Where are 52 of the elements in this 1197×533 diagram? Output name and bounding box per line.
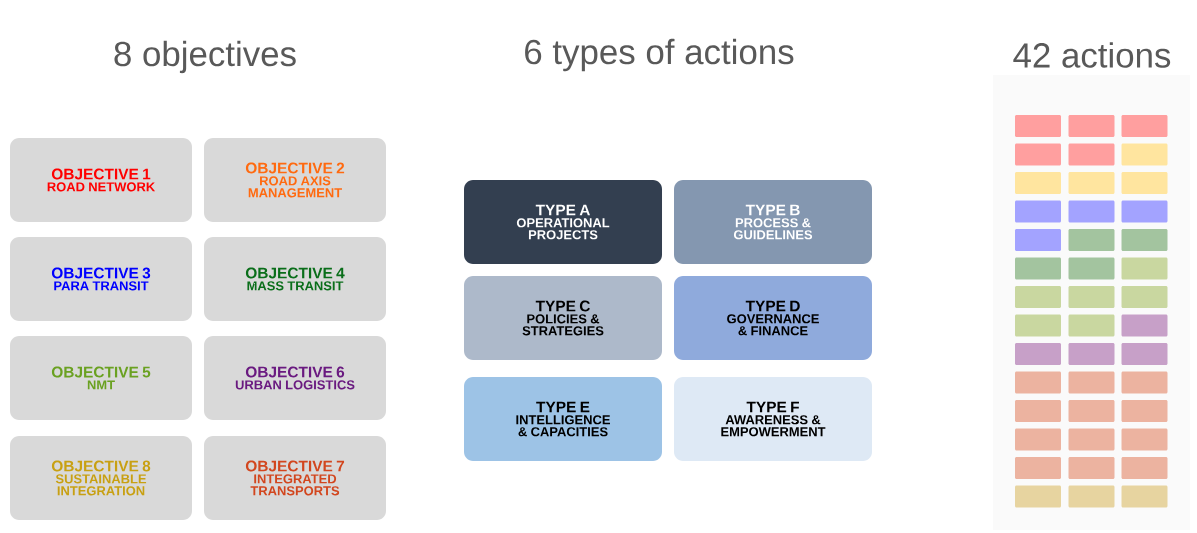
action-block: [1015, 229, 1061, 251]
action-block: [1068, 200, 1115, 223]
action-block: [1121, 143, 1168, 166]
action-block: [1015, 143, 1061, 166]
action-block: [1121, 314, 1168, 337]
objective-box: OBJECTIVE 7 INTEGRATED TRANSPORTS: [204, 436, 386, 520]
action-type-box: TYPE F AWARENESS & EMPOWERMENT: [674, 377, 872, 461]
action-block: [1015, 343, 1061, 365]
action-block: [1015, 485, 1061, 508]
action-block: [1121, 343, 1168, 365]
objective-box: OBJECTIVE 1 ROAD NETWORK: [10, 138, 192, 222]
action-type-box: TYPE E INTELLIGENCE & CAPACITIES: [464, 377, 662, 461]
action-block: [1121, 229, 1168, 251]
objective-box: OBJECTIVE 5 NMT: [10, 336, 192, 420]
action-block: [1015, 457, 1061, 479]
action-type-box: TYPE D GOVERNANCE & FINANCE: [674, 276, 872, 360]
action-block: [1015, 314, 1061, 337]
action-block: [1015, 286, 1061, 308]
objective-box: OBJECTIVE 2 ROAD AXIS MANAGEMENT: [204, 138, 386, 222]
objective-box: OBJECTIVE 4 MASS TRANSIT: [204, 237, 386, 321]
action-block: [1015, 371, 1061, 394]
action-type-box: TYPE C POLICIES & STRATEGIES: [464, 276, 662, 360]
objective-box: OBJECTIVE 8 SUSTAINABLE INTEGRATION: [10, 436, 192, 520]
objective-box: OBJECTIVE 3 PARA TRANSIT: [10, 237, 192, 321]
action-block: [1121, 371, 1168, 394]
heading: 8 objectives: [114, 40, 296, 74]
action-block: [1015, 257, 1061, 280]
action-block: [1121, 172, 1168, 194]
action-block: [1121, 400, 1168, 422]
action-block: [1121, 115, 1168, 137]
action-type-box: TYPE A OPERATIONAL PROJECTS: [464, 180, 662, 264]
action-block: [1015, 115, 1061, 137]
action-block: [1068, 143, 1115, 166]
heading: 42 actions: [1013, 42, 1171, 68]
action-block: [1121, 200, 1168, 223]
action-block: [1015, 428, 1061, 451]
action-block: [1015, 200, 1061, 223]
action-block: [1068, 485, 1115, 508]
action-block: [1121, 428, 1168, 451]
action-block: [1015, 172, 1061, 194]
action-block: [1068, 428, 1115, 451]
action-block: [1068, 314, 1115, 337]
action-block: [1121, 257, 1168, 280]
action-block: [1121, 485, 1168, 508]
action-type-box: TYPE B PROCESS & GUIDELINES: [674, 180, 872, 264]
action-block: [1068, 257, 1115, 280]
action-block: [1121, 457, 1168, 479]
heading: 6 types of actions: [525, 38, 794, 72]
action-block: [1015, 400, 1061, 422]
objective-box: OBJECTIVE 6 URBAN LOGISTICS: [204, 336, 386, 420]
action-block: [1068, 371, 1115, 394]
action-block: [1121, 286, 1168, 308]
